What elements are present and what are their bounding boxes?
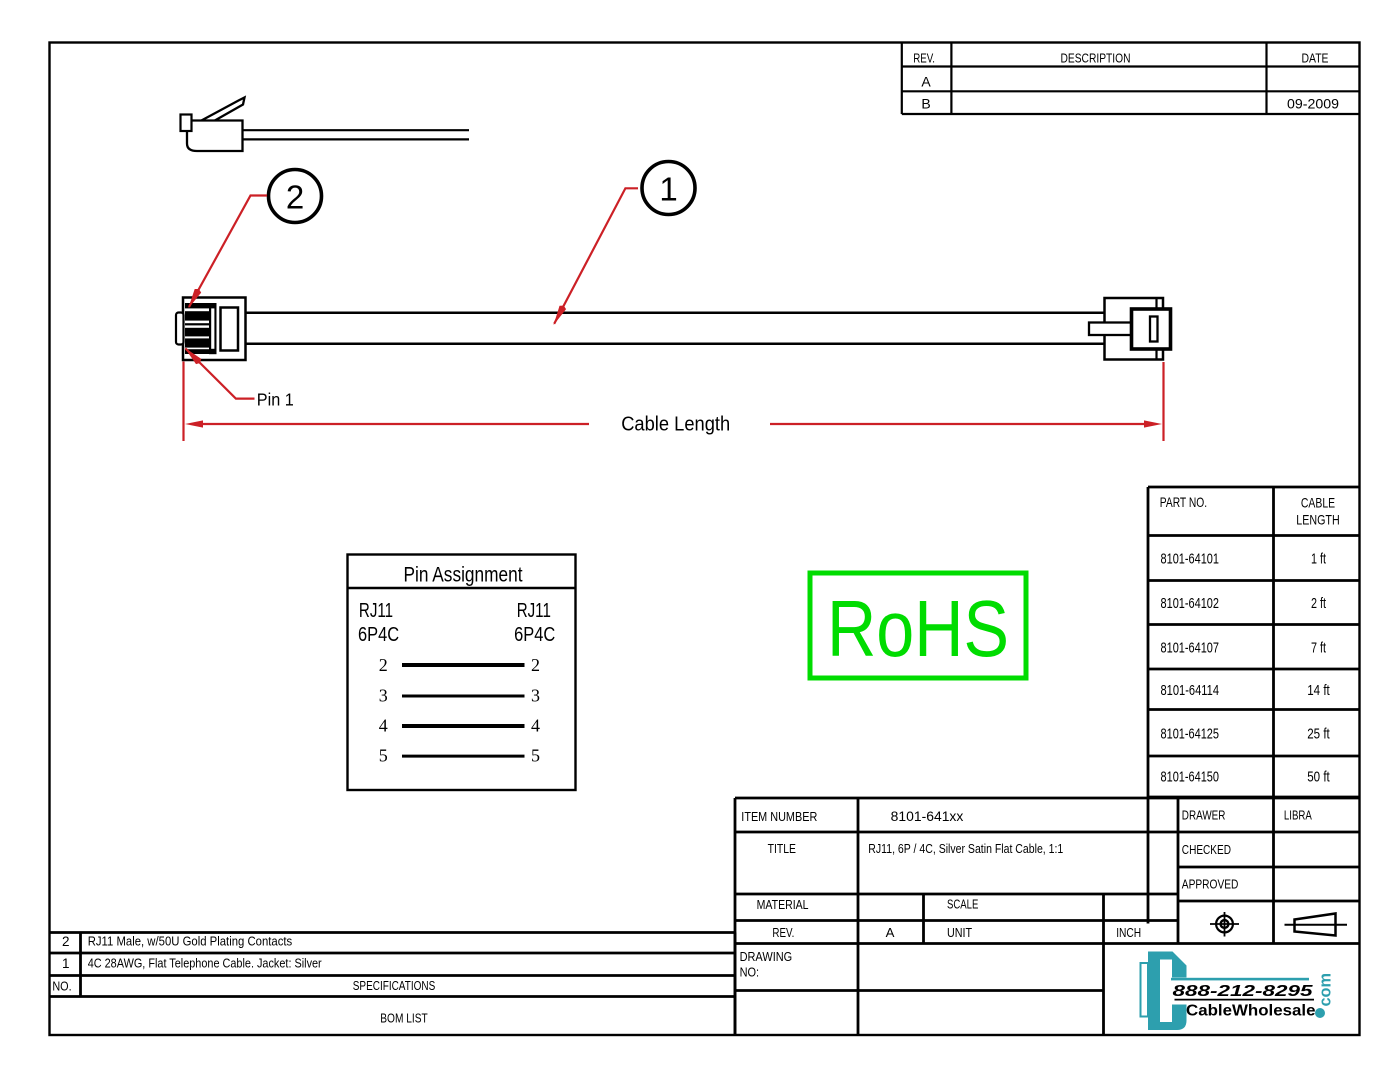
svg-text:A: A bbox=[921, 73, 931, 89]
svg-text:ITEM NUMBER: ITEM NUMBER bbox=[741, 809, 817, 824]
svg-text:DATE: DATE bbox=[1302, 51, 1329, 66]
svg-text:Cable Length: Cable Length bbox=[621, 413, 730, 436]
svg-text:7 ft: 7 ft bbox=[1311, 640, 1327, 657]
svg-text:3: 3 bbox=[531, 685, 540, 705]
svg-text:CABLE: CABLE bbox=[1301, 496, 1335, 511]
svg-text:NO.: NO. bbox=[52, 979, 71, 994]
svg-text:INCH: INCH bbox=[1116, 925, 1141, 940]
svg-text:8101-64125: 8101-64125 bbox=[1161, 726, 1220, 743]
svg-text:8101-64102: 8101-64102 bbox=[1161, 595, 1220, 612]
svg-text:UNIT: UNIT bbox=[947, 925, 972, 940]
svg-text:REV.: REV. bbox=[772, 925, 794, 940]
svg-text:LIBRA: LIBRA bbox=[1284, 808, 1312, 823]
svg-text:5: 5 bbox=[531, 746, 540, 766]
svg-text:DESCRIPTION: DESCRIPTION bbox=[1061, 51, 1131, 66]
svg-text:4: 4 bbox=[379, 716, 388, 736]
svg-text:RoHS: RoHS bbox=[827, 584, 1009, 673]
svg-text:8101-64150: 8101-64150 bbox=[1161, 769, 1220, 786]
svg-text:TITLE: TITLE bbox=[768, 841, 796, 856]
svg-text:DRAWING: DRAWING bbox=[740, 949, 793, 964]
svg-text:2: 2 bbox=[286, 179, 304, 216]
svg-text:B: B bbox=[921, 95, 930, 111]
svg-text:09-2009: 09-2009 bbox=[1287, 95, 1339, 111]
svg-text:com: com bbox=[1316, 973, 1335, 1007]
svg-text:APPROVED: APPROVED bbox=[1182, 876, 1239, 891]
svg-text:A: A bbox=[886, 925, 895, 940]
svg-text:LENGTH: LENGTH bbox=[1296, 513, 1339, 528]
svg-text:RJ11 Male, w/50U Gold Plating: RJ11 Male, w/50U Gold Plating Contacts bbox=[88, 934, 293, 949]
svg-text:BOM LIST: BOM LIST bbox=[380, 1011, 428, 1026]
svg-text:50 ft: 50 ft bbox=[1307, 769, 1330, 786]
svg-text:DRAWER: DRAWER bbox=[1182, 808, 1226, 823]
svg-text:SPECIFICATIONS: SPECIFICATIONS bbox=[353, 978, 436, 993]
svg-text:2: 2 bbox=[531, 655, 540, 675]
svg-text:Pin Assignment: Pin Assignment bbox=[404, 563, 523, 586]
svg-text:25 ft: 25 ft bbox=[1307, 726, 1330, 743]
svg-text:REV.: REV. bbox=[913, 51, 935, 66]
svg-text:4C 28AWG, Flat Telephone Cable: 4C 28AWG, Flat Telephone Cable. Jacket: … bbox=[88, 956, 323, 971]
svg-text:RJ11: RJ11 bbox=[517, 600, 551, 622]
svg-text:6P4C: 6P4C bbox=[514, 624, 555, 646]
svg-text:8101-641xx: 8101-641xx bbox=[891, 808, 964, 824]
svg-text:RJ11: RJ11 bbox=[359, 600, 393, 622]
svg-text:1: 1 bbox=[659, 171, 677, 208]
svg-text:3: 3 bbox=[379, 685, 388, 705]
svg-text:RJ11, 6P / 4C, Silver Satin Fl: RJ11, 6P / 4C, Silver Satin Flat Cable, … bbox=[868, 841, 1063, 856]
svg-text:8101-64114: 8101-64114 bbox=[1161, 682, 1220, 699]
svg-text:14 ft: 14 ft bbox=[1307, 682, 1330, 699]
svg-text:1 ft: 1 ft bbox=[1311, 551, 1327, 568]
svg-text:CHECKED: CHECKED bbox=[1182, 842, 1231, 857]
svg-text:6P4C: 6P4C bbox=[358, 624, 399, 646]
svg-text:2 ft: 2 ft bbox=[1311, 595, 1327, 612]
svg-text:CableWholesale: CableWholesale bbox=[1186, 1003, 1316, 1020]
svg-text:Pin 1: Pin 1 bbox=[257, 390, 294, 410]
svg-text:1: 1 bbox=[62, 956, 70, 971]
svg-text:2: 2 bbox=[379, 655, 388, 675]
svg-text:NO:: NO: bbox=[740, 965, 760, 980]
svg-text:4: 4 bbox=[531, 716, 540, 736]
svg-text:888-212-8295: 888-212-8295 bbox=[1173, 983, 1315, 1000]
svg-text:SCALE: SCALE bbox=[947, 897, 979, 912]
svg-text:PART NO.: PART NO. bbox=[1160, 495, 1207, 510]
svg-text:5: 5 bbox=[379, 746, 388, 766]
svg-text:2: 2 bbox=[62, 934, 70, 949]
svg-text:8101-64101: 8101-64101 bbox=[1161, 551, 1220, 568]
svg-text:8101-64107: 8101-64107 bbox=[1161, 640, 1220, 657]
svg-text:MATERIAL: MATERIAL bbox=[757, 897, 809, 912]
